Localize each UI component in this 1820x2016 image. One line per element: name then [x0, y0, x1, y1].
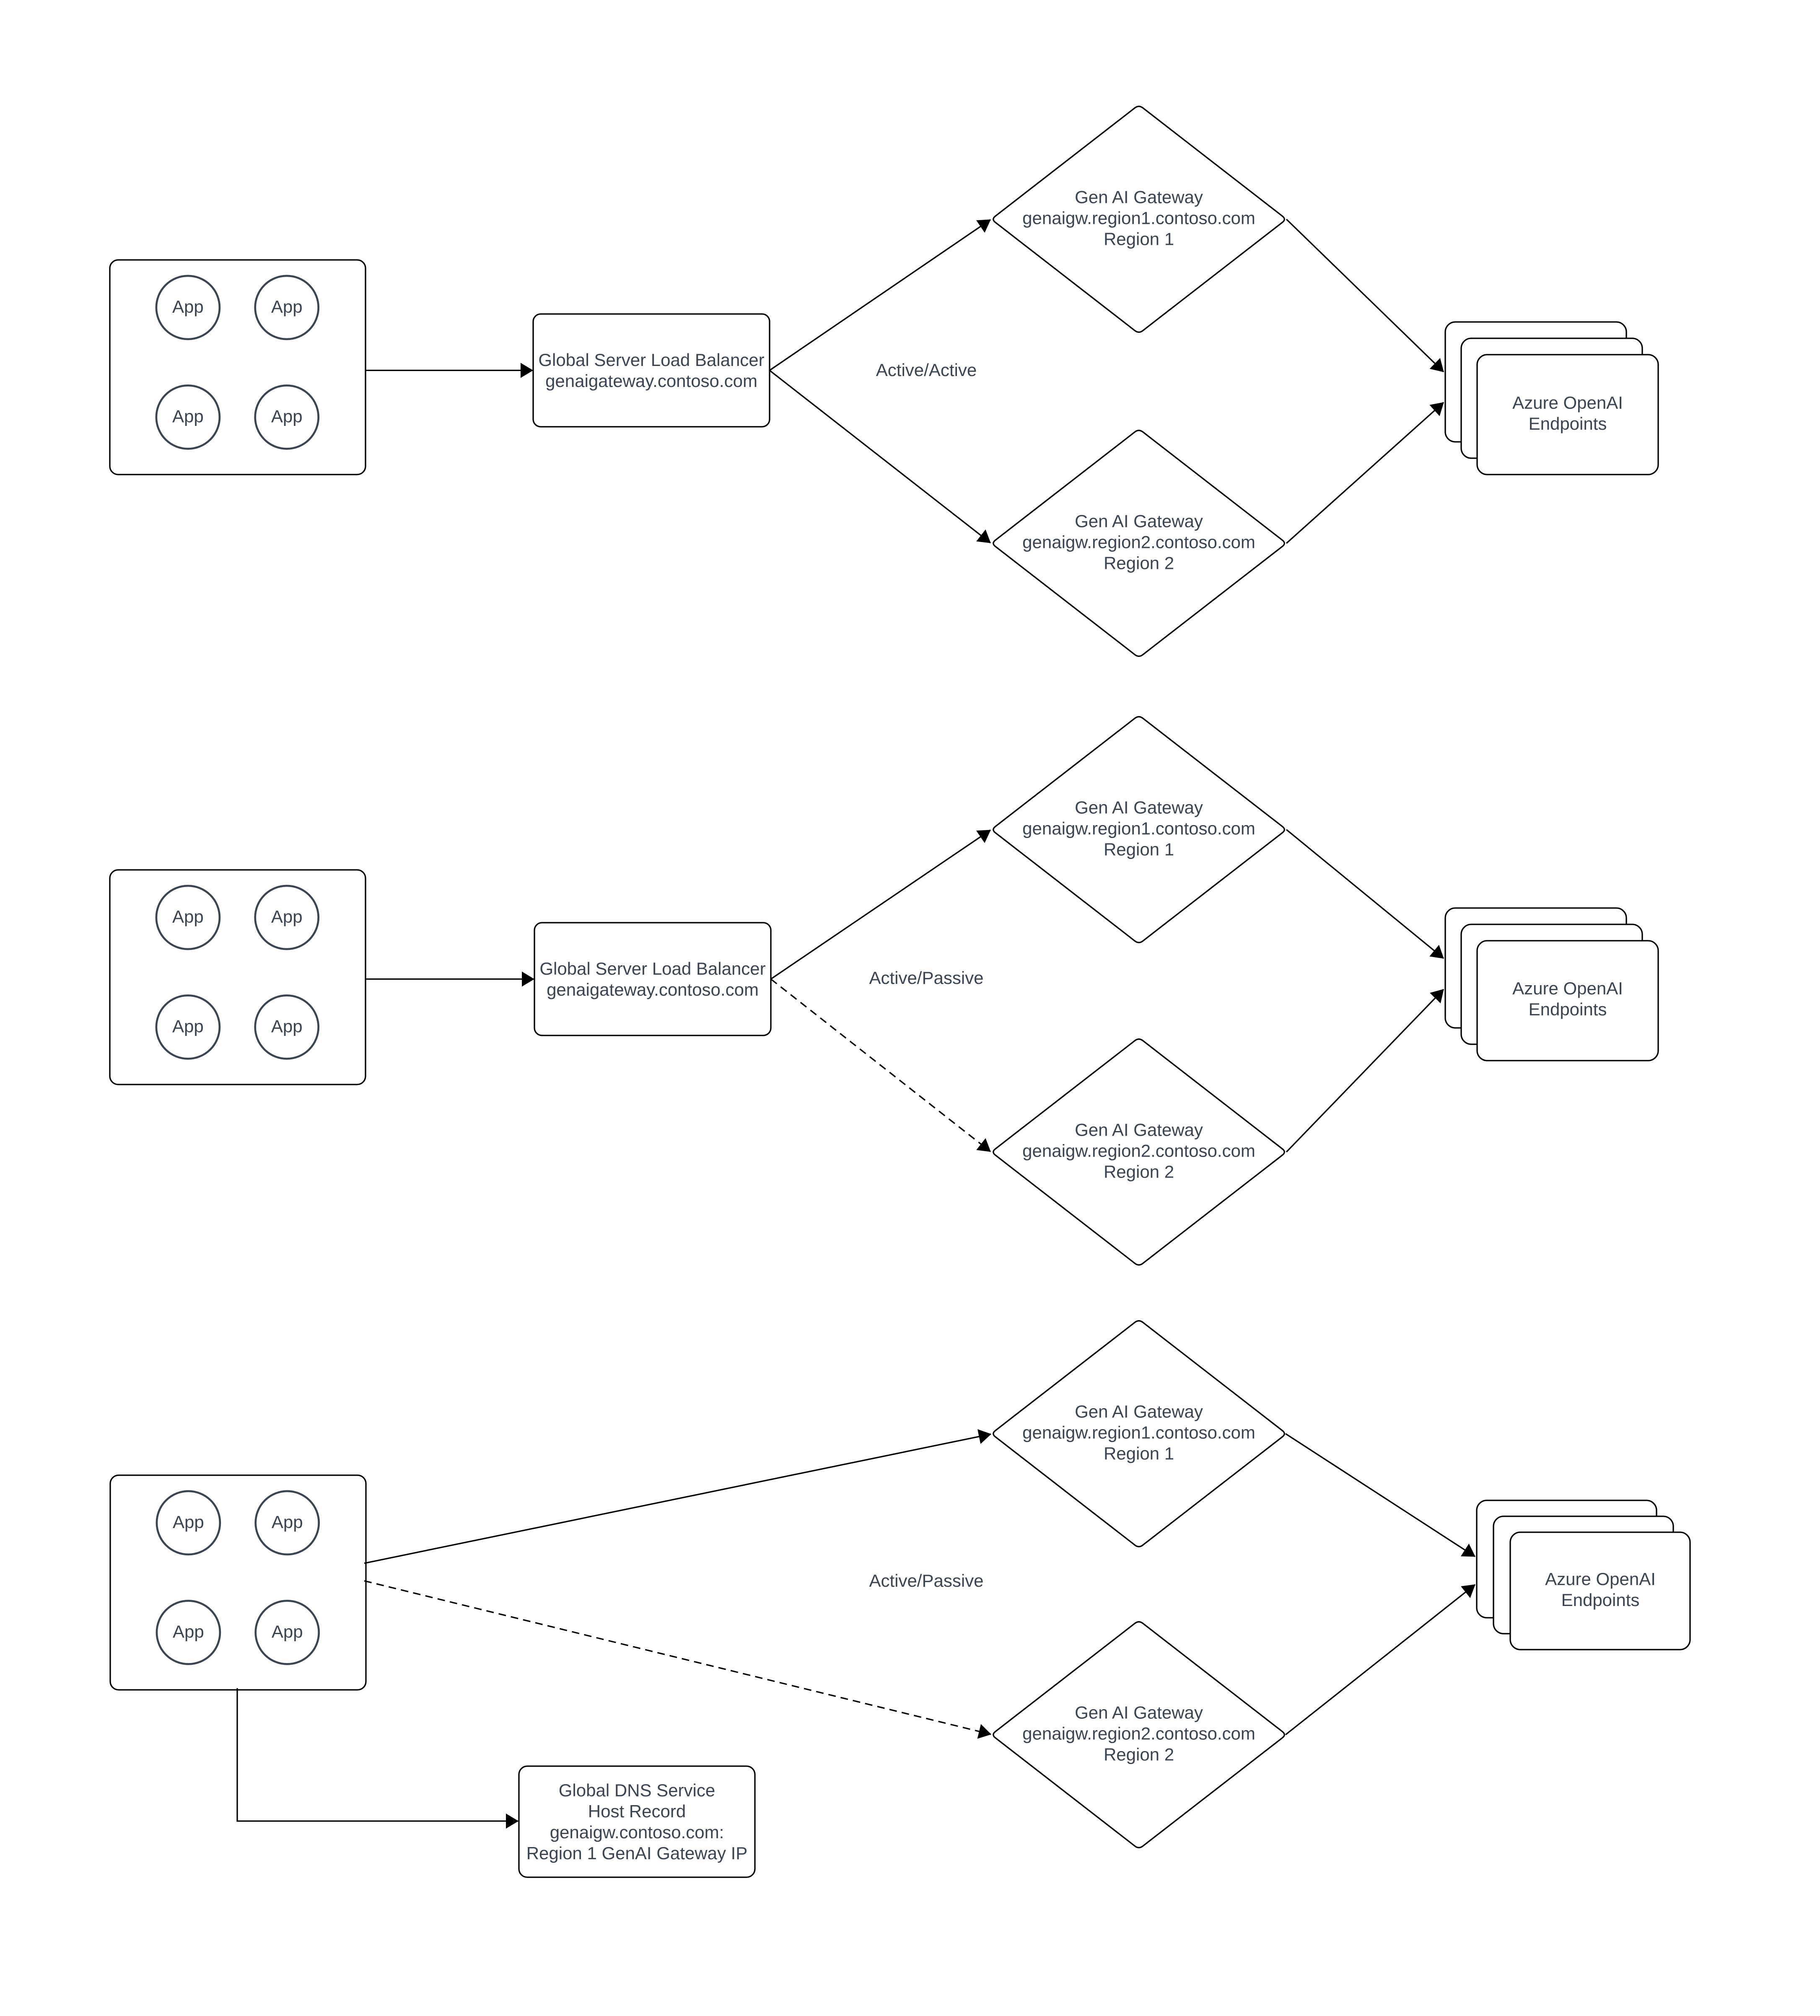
svg-text:Endpoints: Endpoints [1529, 414, 1607, 433]
svg-text:Region 2: Region 2 [1104, 553, 1174, 573]
svg-text:Global DNS Service: Global DNS Service [559, 1780, 715, 1800]
svg-text:Gen AI Gateway: Gen AI Gateway [1075, 1120, 1203, 1140]
svg-text:Global Server Load Balancer: Global Server Load Balancer [539, 959, 765, 978]
svg-text:Active/Passive: Active/Passive [869, 1571, 983, 1590]
svg-text:genaigw.region2.contoso.com: genaigw.region2.contoso.com [1022, 1724, 1255, 1744]
svg-text:genaigateway.contoso.com: genaigateway.contoso.com [547, 980, 759, 999]
svg-text:Active/Passive: Active/Passive [869, 968, 983, 988]
svg-text:genaigateway.contoso.com: genaigateway.contoso.com [545, 371, 757, 391]
svg-text:Region 2: Region 2 [1104, 1162, 1174, 1182]
svg-text:genaigw.region1.contoso.com: genaigw.region1.contoso.com [1022, 819, 1255, 838]
svg-text:genaigw.region1.contoso.com: genaigw.region1.contoso.com [1022, 208, 1255, 228]
svg-text:genaigw.contoso.com:: genaigw.contoso.com: [550, 1822, 724, 1842]
svg-text:Gen AI Gateway: Gen AI Gateway [1075, 798, 1203, 817]
svg-text:Gen AI Gateway: Gen AI Gateway [1075, 1703, 1203, 1723]
svg-text:Region 1: Region 1 [1104, 1444, 1174, 1463]
svg-text:Region 1: Region 1 [1104, 229, 1174, 249]
svg-text:Gen AI Gateway: Gen AI Gateway [1075, 511, 1203, 531]
svg-text:Global Server Load Balancer: Global Server Load Balancer [538, 350, 764, 370]
svg-text:Azure OpenAI: Azure OpenAI [1512, 978, 1623, 998]
svg-text:Endpoints: Endpoints [1561, 1590, 1640, 1610]
svg-text:Gen AI Gateway: Gen AI Gateway [1075, 187, 1203, 207]
svg-text:Region 2: Region 2 [1104, 1745, 1174, 1764]
svg-text:genaigw.region1.contoso.com: genaigw.region1.contoso.com [1022, 1423, 1255, 1443]
svg-text:genaigw.region2.contoso.com: genaigw.region2.contoso.com [1022, 532, 1255, 552]
svg-text:Azure OpenAI: Azure OpenAI [1512, 393, 1623, 413]
svg-text:Region 1: Region 1 [1104, 840, 1174, 859]
svg-text:Region 1 GenAI Gateway IP: Region 1 GenAI Gateway IP [526, 1843, 748, 1863]
svg-text:Endpoints: Endpoints [1529, 999, 1607, 1019]
svg-text:Azure OpenAI: Azure OpenAI [1545, 1569, 1656, 1589]
svg-text:Active/Active: Active/Active [876, 360, 977, 380]
svg-text:Host Record: Host Record [588, 1801, 686, 1821]
svg-text:Gen AI Gateway: Gen AI Gateway [1075, 1402, 1203, 1422]
svg-text:genaigw.region2.contoso.com: genaigw.region2.contoso.com [1022, 1141, 1255, 1161]
